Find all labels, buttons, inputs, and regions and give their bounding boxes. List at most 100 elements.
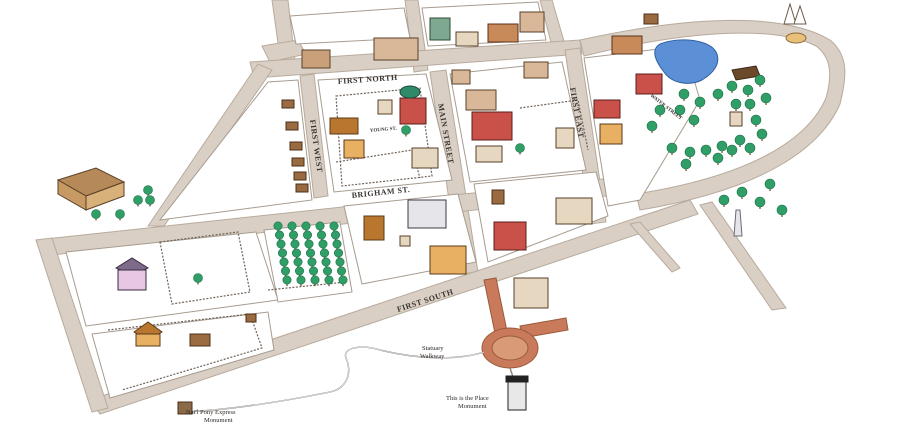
tree (274, 230, 284, 242)
tree (282, 275, 292, 287)
tree (646, 120, 658, 133)
tree (776, 204, 788, 217)
house-cw-3 (399, 97, 427, 125)
house-sc-1 (407, 199, 447, 229)
house-north-6 (519, 11, 545, 33)
tree (694, 96, 706, 109)
house-north-2 (373, 37, 419, 61)
tree (678, 88, 690, 101)
tree (310, 275, 320, 287)
fence-lower (107, 313, 263, 391)
barn-building (56, 167, 126, 211)
tree (688, 114, 700, 127)
teepees (783, 2, 807, 44)
house-ce-3 (465, 89, 497, 111)
fence-orchard (267, 281, 347, 291)
northwest-diagonal-road (147, 63, 273, 227)
label-first-north: FIRST NORTH (338, 73, 399, 86)
house-north-5 (487, 23, 519, 43)
label-place-line2: Monument (458, 403, 487, 410)
small-shed (245, 313, 257, 323)
house-north-3 (429, 17, 451, 41)
tree (332, 239, 342, 251)
house-fw-6 (295, 183, 309, 193)
tree (515, 143, 525, 155)
block-northwest-triangle (158, 79, 313, 221)
tree (712, 88, 724, 101)
tree (730, 98, 742, 111)
tree (115, 209, 125, 221)
plaza-building (513, 277, 549, 309)
tree (654, 104, 666, 117)
tree (294, 266, 304, 278)
tree (193, 273, 203, 285)
house-se-1 (493, 221, 527, 251)
tree (760, 92, 772, 105)
house-north-4 (455, 31, 479, 47)
tree (338, 275, 348, 287)
tree (684, 146, 696, 159)
shed-southwest (189, 333, 211, 347)
tree (726, 80, 738, 93)
pony-express-monument (177, 401, 193, 415)
house-fw-1 (281, 99, 295, 109)
tree (674, 104, 686, 117)
southeast-spur (629, 221, 681, 273)
house-fw-3 (289, 141, 303, 151)
house-se-3 (491, 189, 505, 205)
tree (318, 239, 328, 251)
house-east-1 (593, 99, 621, 119)
tree (716, 140, 728, 153)
house-ce-5 (451, 69, 471, 85)
walkway-path-center (183, 346, 485, 413)
house-sc-2 (363, 215, 385, 241)
house-park (729, 111, 743, 127)
fence-field (159, 231, 251, 305)
tree (91, 209, 101, 221)
tree (718, 194, 730, 207)
tree (133, 195, 143, 207)
house-ce-2 (475, 145, 503, 163)
house-cw-5 (411, 147, 439, 169)
tree (734, 134, 746, 147)
buildings (56, 11, 761, 347)
house-fw-5 (293, 171, 307, 181)
mansion-building (114, 257, 150, 291)
house-ce-1 (471, 111, 513, 141)
first-west-road (299, 73, 329, 199)
obelisk (733, 209, 743, 237)
southeast-road (699, 201, 787, 311)
landmark-labels: Statuary Walkway Nat'l Pony Express Monu… (186, 345, 489, 424)
house-ce-6 (555, 127, 575, 149)
label-statuary-line1: Statuary (422, 345, 444, 352)
house-se-2 (555, 197, 593, 225)
cabin-northeast (643, 13, 659, 25)
label-place-line1: This is the Place (446, 395, 489, 402)
tree (279, 257, 289, 269)
house-southwest (133, 321, 163, 347)
house-north-1 (301, 49, 331, 69)
statuary-plaza (481, 277, 569, 369)
tree (700, 144, 712, 157)
tree (726, 144, 738, 157)
label-young-street: YOUNG ST. (370, 127, 398, 134)
trees (91, 74, 788, 287)
tree (145, 195, 155, 207)
tree (754, 196, 766, 209)
tree (143, 185, 153, 197)
label-pony-line2: Monument (204, 417, 233, 424)
tree (316, 230, 326, 242)
tree (336, 266, 346, 278)
tree (666, 142, 678, 155)
tree (744, 142, 756, 155)
tree (742, 84, 754, 97)
label-pony-line1: Nat'l Pony Express (186, 409, 236, 416)
tree (680, 158, 692, 171)
west-edge-road (35, 237, 109, 413)
house-sc-4 (399, 235, 411, 247)
tree (324, 275, 334, 287)
tree (273, 221, 283, 233)
tree (335, 257, 345, 269)
house-cw-4 (377, 99, 393, 115)
